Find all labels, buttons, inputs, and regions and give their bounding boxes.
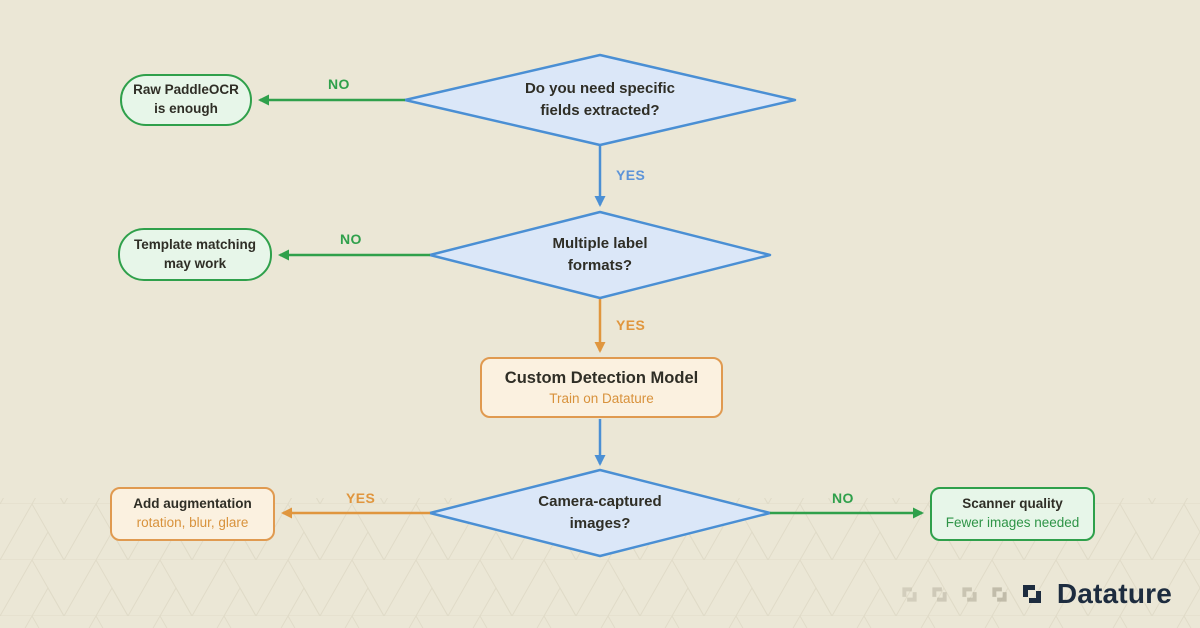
- edge-d1-no-label: NO: [328, 76, 350, 92]
- decision-2-shape: [428, 210, 772, 300]
- node-add-augmentation: Add augmentation rotation, blur, glare: [110, 487, 275, 541]
- datature-ghost-mark-1: [902, 586, 917, 602]
- datature-logo-icon: [1022, 585, 1041, 603]
- decision-1-label: Do you need specific fields extracted?: [450, 55, 750, 145]
- node-custom-detection-model: Custom Detection Model Train on Datature: [480, 357, 723, 418]
- datature-ghost-mark-4: [992, 586, 1007, 602]
- node-template-matching-line1: Template matching: [133, 236, 257, 252]
- edge-d2-yes-label: YES: [616, 317, 646, 333]
- node-custom-detection-model-title: Custom Detection Model: [504, 368, 699, 387]
- decision-1-line1: Do you need specific: [524, 80, 676, 98]
- datature-ghost-mark-3: [962, 586, 977, 602]
- node-raw-paddleocr-line1: Raw PaddleOCR: [133, 82, 239, 98]
- brand-footer: Datature: [900, 578, 1172, 610]
- decision-2-line1: Multiple label: [552, 235, 648, 253]
- node-raw-paddleocr: Raw PaddleOCR is enough: [120, 74, 252, 126]
- decision-3-label: Camera-captured images?: [460, 470, 740, 556]
- node-template-matching-line2: may work: [163, 255, 227, 271]
- decision-1-shape: [403, 53, 797, 147]
- decision-2-label: Multiple label formats?: [460, 212, 740, 298]
- decision-3-line2: images?: [569, 515, 631, 532]
- node-scanner-quality-subtitle: Fewer images needed: [945, 515, 1080, 530]
- edge-d3-yes-label: YES: [346, 490, 376, 506]
- decision-1-line2: fields extracted?: [540, 102, 660, 119]
- node-scanner-quality-title: Scanner quality: [962, 496, 1063, 512]
- node-raw-paddleocr-line2: is enough: [154, 101, 218, 116]
- edge-d1-yes-label: YES: [616, 167, 646, 183]
- edge-d2-no-label: NO: [340, 231, 362, 247]
- node-custom-detection-model-subtitle: Train on Datature: [549, 390, 654, 406]
- node-add-augmentation-title: Add augmentation: [133, 496, 252, 512]
- datature-ghost-mark-2: [932, 586, 947, 602]
- edge-d3-no-label: NO: [832, 490, 854, 506]
- decision-3-shape: [428, 468, 772, 558]
- node-add-augmentation-subtitle: rotation, blur, glare: [136, 515, 249, 530]
- decision-2-line2: formats?: [567, 257, 633, 274]
- brand-wordmark: Datature: [1056, 578, 1172, 609]
- node-template-matching: Template matching may work: [118, 228, 272, 281]
- decision-3-line1: Camera-captured: [538, 493, 662, 511]
- node-scanner-quality: Scanner quality Fewer images needed: [930, 487, 1095, 541]
